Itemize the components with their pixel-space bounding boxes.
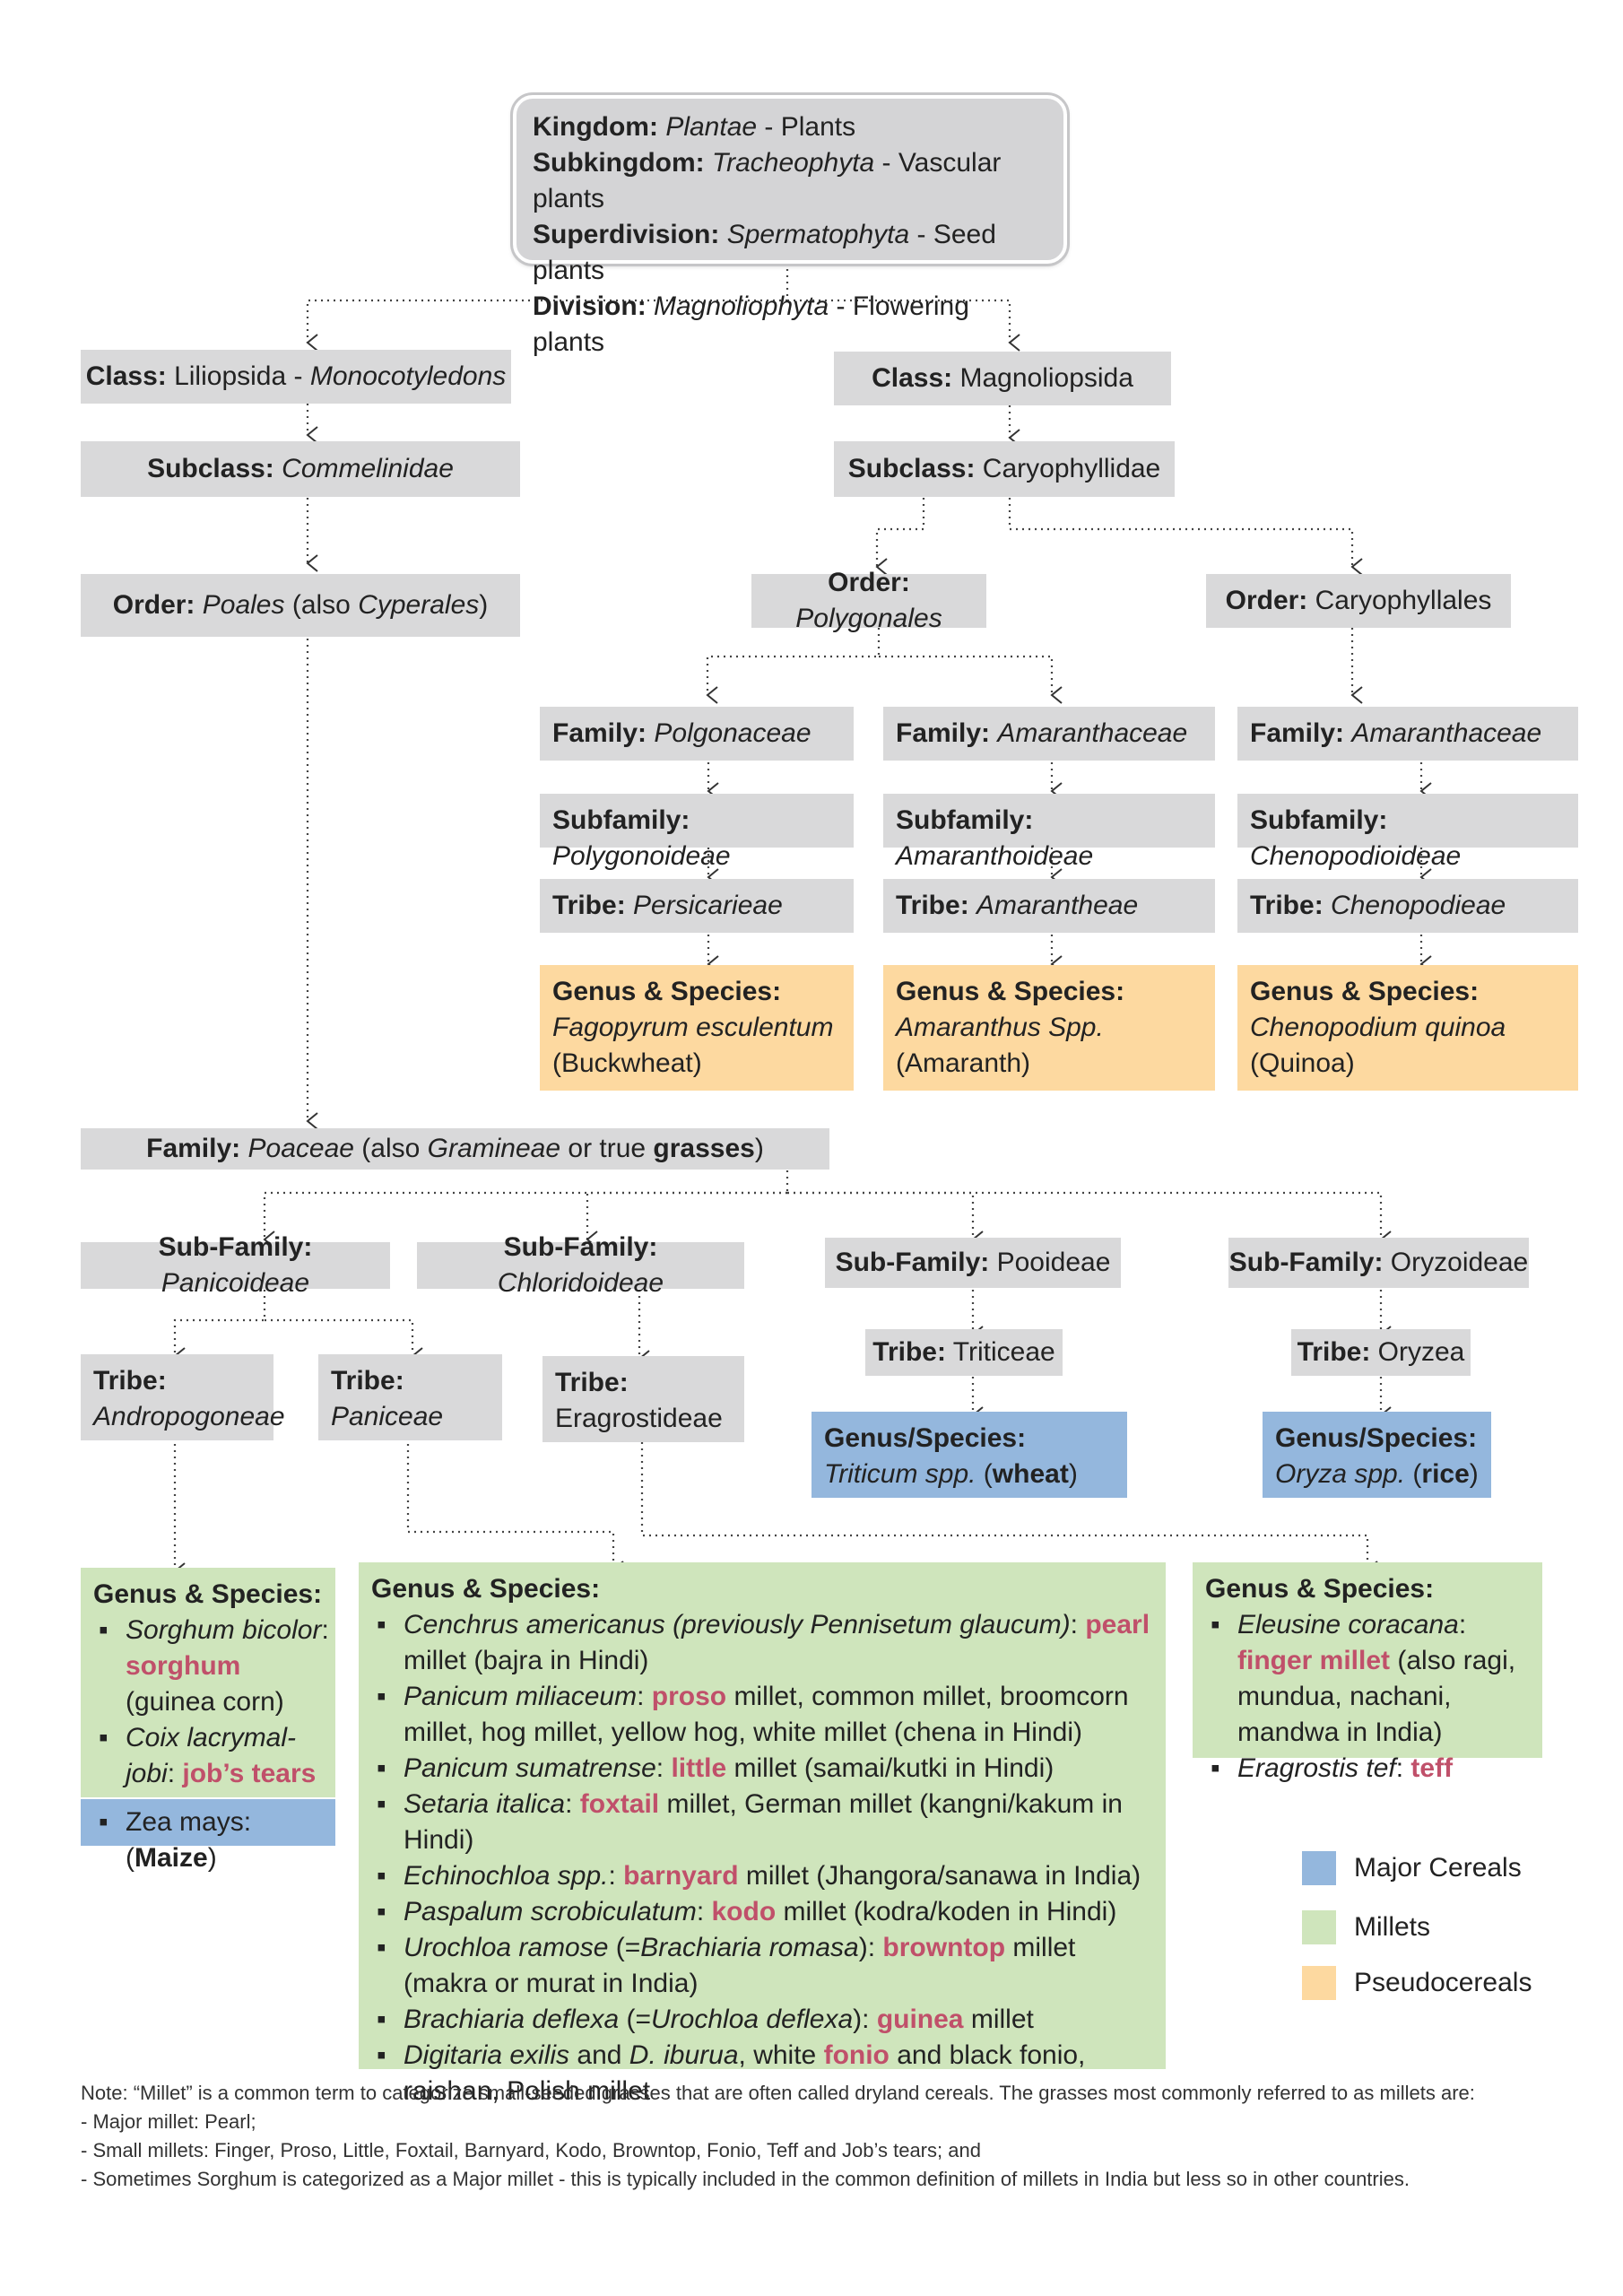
class-liliopsida-box: Class: Liliopsida - Monocotyledons — [81, 350, 511, 404]
tribe-eragrostideae-box: Tribe: Eragrostideae — [542, 1356, 744, 1442]
subfamily-polygonoideae-box: Subfamily: Polygonoideae — [540, 794, 854, 871]
list-item: Sorghum bicolor: sorghum (guinea corn) — [93, 1613, 330, 1720]
subfamily-chenopodioideae-box: Subfamily: Chenopodioideae — [1237, 794, 1578, 871]
genus-eragrostideae-box: Genus & Species: Eleusine coracana: fing… — [1193, 1562, 1542, 1787]
subclass-caryophyllidae-box: Subclass: Caryophyllidae — [834, 441, 1175, 497]
genus-rice-box: Genus/Species: Oryza spp. (rice) — [1263, 1412, 1491, 1498]
family-amaranthaceae-box: Family: Amaranthaceae — [883, 707, 1215, 761]
list-item: Panicum sumatrense: little millet (samai… — [371, 1751, 1153, 1787]
tribe-triticeae-box: Tribe: Triticeae — [865, 1329, 1063, 1376]
tribe-oryzea-box: Tribe: Oryzea — [1291, 1329, 1471, 1376]
list-item: Zea mays: (Maize) — [93, 1805, 323, 1876]
list-item: Eleusine coracana: finger millet (also r… — [1205, 1607, 1530, 1751]
kingdom-line: Kingdom: Plantae - Plants — [533, 112, 856, 142]
footnote-line: - Small millets: Finger, Proso, Little, … — [81, 2139, 981, 2161]
list-item: Setaria italica: foxtail millet, German … — [371, 1787, 1153, 1858]
division-line: Division: Magnoliophyta - Flowering plan… — [533, 291, 969, 357]
class-magnoliopsida-box: Class: Magnoliopsida — [834, 352, 1171, 405]
subkingdom-line: Subkingdom: Tracheophyta - Vascular plan… — [533, 148, 1002, 213]
subfamily-oryzoideae-box: Sub-Family: Oryzoideae — [1228, 1238, 1529, 1288]
legend-item-major-cereals: Major Cereals — [1302, 1851, 1522, 1885]
tribe-paniceae-box: Tribe: Paniceae — [318, 1354, 502, 1440]
kingdom-box: Kingdom: Plantae - Plants Subkingdom: Tr… — [513, 95, 1067, 357]
list-item: Paspalum scrobiculatum: kodo millet (kod… — [371, 1894, 1153, 1930]
family-poaceae-box: Family: Poaceae (also Gramineae or true … — [81, 1128, 829, 1170]
genus-andropogoneae-box: Genus & Species: Sorghum bicolor: sorghu… — [81, 1568, 335, 1797]
list-item: Cenchrus americanus (previously Penniset… — [371, 1607, 1153, 1679]
list-item: Brachiaria deflexa (=Urochloa deflexa): … — [371, 2002, 1153, 2038]
footnote-line: - Sometimes Sorghum is categorized as a … — [81, 2168, 1410, 2190]
family-polgonaceae-box: Family: Polgonaceae — [540, 707, 854, 761]
legend-swatch — [1302, 1851, 1336, 1885]
subfamily-pooideae-box: Sub-Family: Pooideae — [825, 1238, 1121, 1288]
footnote: Note: “Millet” is a common term to categ… — [81, 2079, 1605, 2194]
tribe-persicarieae-box: Tribe: Persicarieae — [540, 879, 854, 933]
genus-amaranth-box: Genus & Species: Amaranthus Spp. (Amaran… — [883, 965, 1215, 1091]
footnote-line: - Major millet: Pearl; — [81, 2110, 256, 2133]
subfamily-chloridoideae-box: Sub-Family: Chloridoideae — [417, 1232, 744, 1298]
legend-item-pseudocereals: Pseudocereals — [1302, 1966, 1532, 2000]
subfamily-amaranthoideae-box: Subfamily: Amaranthoideae — [883, 794, 1215, 871]
legend-swatch — [1302, 1910, 1336, 1944]
subfamily-panicoideae-box: Sub-Family: Panicoideae — [81, 1232, 390, 1298]
order-polygonales-box: Order: Polygonales — [751, 568, 986, 633]
order-caryophyllales-box: Order: Caryophyllales — [1206, 574, 1511, 628]
list-item: Coix lacrymal-jobi: job’s tears — [93, 1720, 330, 1792]
list-item: Echinochloa spp.: barnyard millet (Jhang… — [371, 1858, 1153, 1894]
superdivision-line: Superdivision: Spermatophyta - Seed plan… — [533, 220, 996, 285]
order-poales-box: Order: Poales (also Cyperales) — [81, 574, 520, 637]
tribe-andropogoneae-box: Tribe: Andropogoneae — [81, 1354, 285, 1440]
subclass-commelinidae-box: Subclass: Commelinidae — [81, 441, 520, 497]
tribe-chenopodieae-box: Tribe: Chenopodieae — [1237, 879, 1578, 933]
legend-swatch — [1302, 1966, 1336, 2000]
maize-box: Zea mays: (Maize) — [81, 1799, 335, 1873]
list-item: Eragrostis tef: teff — [1205, 1751, 1530, 1787]
genus-buckwheat-box: Genus & Species: Fagopyrum esculentum (B… — [540, 965, 854, 1091]
legend-item-millets: Millets — [1302, 1910, 1430, 1944]
genus-paniceae-box: Genus & Species: Cenchrus americanus (pr… — [359, 1562, 1166, 2106]
list-item: Urochloa ramose (=Brachiaria romasa): br… — [371, 1930, 1153, 2002]
footnote-line: Note: “Millet” is a common term to categ… — [81, 2082, 1475, 2104]
genus-wheat-box: Genus/Species: Triticum spp. (wheat) — [812, 1412, 1127, 1498]
list-item: Panicum miliaceum: proso millet, common … — [371, 1679, 1153, 1751]
tribe-amarantheae-box: Tribe: Amarantheae — [883, 879, 1215, 933]
genus-quinoa-box: Genus & Species: Chenopodium quinoa (Qui… — [1237, 965, 1578, 1091]
family-amaranthaceae-2-box: Family: Amaranthaceae — [1237, 707, 1578, 761]
list-item: Digitaria exilis and D. iburua, white fo… — [371, 2038, 1153, 2109]
